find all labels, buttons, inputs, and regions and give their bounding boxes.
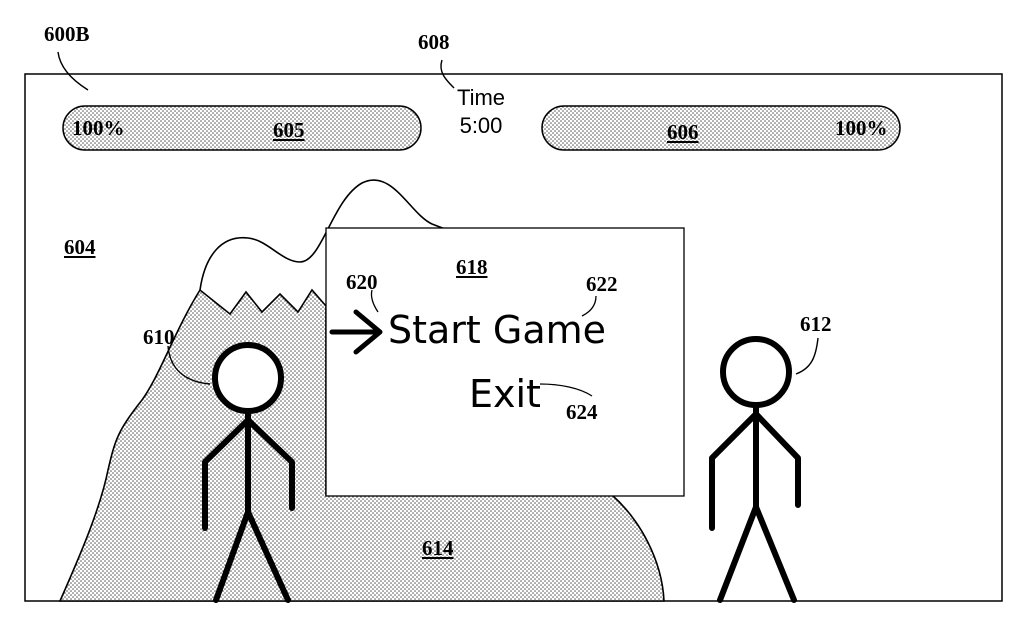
character-610-label: 610 [143, 325, 175, 349]
cursor-label-leader [370, 289, 379, 313]
timer-value: 5:00 [459, 113, 503, 138]
character-610 [202, 342, 295, 603]
health-bar-605 [62, 105, 422, 151]
menu-ref-label: 618 [456, 255, 488, 279]
menu-cursor-arrow [329, 309, 383, 355]
timer-title: Time [456, 85, 506, 110]
character-612 [709, 336, 801, 603]
hill-614 [58, 288, 665, 602]
exit-ref-label: 624 [566, 400, 598, 424]
health-606-label: 606 [667, 120, 699, 144]
terrain-label: 614 [422, 536, 454, 560]
health-bar-606 [541, 105, 901, 151]
health-605-value: 100% [72, 116, 125, 140]
timer-label-leader [440, 59, 455, 89]
start-label-leader [581, 295, 597, 317]
health-606-value: 100% [835, 116, 888, 140]
menu-item-exit[interactable]: Exit [469, 372, 541, 416]
health-605-label: 605 [273, 118, 305, 142]
character-612-leader [795, 337, 819, 375]
screen-ref-label: 604 [64, 235, 96, 259]
timer-ref-label: 608 [418, 30, 450, 54]
menu-box-618 [325, 227, 685, 497]
figure-label: 600B [44, 22, 90, 46]
figure-label-leader [57, 51, 89, 91]
start-game-ref-label: 622 [586, 272, 618, 296]
exit-label-leader [539, 383, 593, 397]
character-610-leader [167, 345, 211, 385]
menu-item-start-game[interactable]: Start Game [388, 308, 607, 352]
cursor-ref-label: 620 [346, 270, 378, 294]
character-612-label: 612 [800, 312, 832, 336]
timer: Time 5:00 [448, 84, 514, 140]
